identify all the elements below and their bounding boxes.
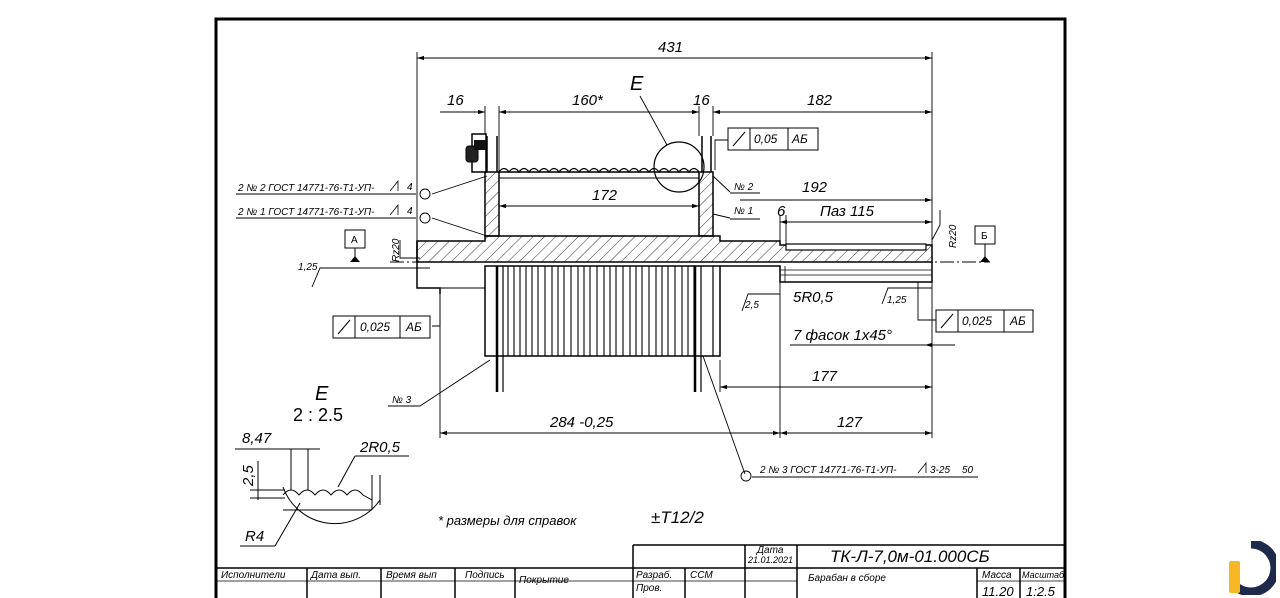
datum-b: Б <box>981 231 988 242</box>
note-tolerance: ±Т12/2 <box>651 508 704 527</box>
tb-razrab-name: ССМ <box>690 570 713 581</box>
dim-keyway: Паз 115 <box>820 203 875 220</box>
dim-chamfers: 7 фасок 1х45° <box>793 327 892 344</box>
tol-right-value: 0,025 <box>962 314 992 328</box>
detail-title: Е <box>315 383 329 405</box>
detail-e-label: Е <box>630 73 644 95</box>
datum-markers <box>344 225 996 262</box>
detail-depth: 2,5 <box>240 464 257 487</box>
tb-date-label: Дата <box>756 545 784 556</box>
rz-right: Rz20 <box>948 224 959 248</box>
bolt-icon <box>465 133 487 173</box>
datum-a: А <box>351 235 358 246</box>
tb-ispolniteli: Исполнители <box>221 570 286 581</box>
tolerance-frames <box>332 127 1034 339</box>
note-reference: * размеры для справок <box>438 513 577 528</box>
dim-total-length: 431 <box>658 39 683 56</box>
label-no1: № 1 <box>734 206 753 217</box>
dim-right-segment: 192 <box>802 179 828 196</box>
tb-data-vyp: Дата вып. <box>310 570 361 581</box>
label-no2: № 2 <box>734 182 754 193</box>
roughness-1-25-left: 1,25 <box>298 262 318 273</box>
tol-left-datum: АБ <box>405 320 422 334</box>
weld-2-spec: 2 № 2 ГОСТ 14771-76-Т1-УП- <box>237 183 375 194</box>
dim-radius-5: 5R0,5 <box>793 289 834 306</box>
groove-profile <box>498 167 700 174</box>
detail-radius-bottom: R4 <box>245 528 264 545</box>
dim-inner-length: 172 <box>592 187 618 204</box>
dim-shaft-right: 182 <box>807 92 833 109</box>
tol-top-datum: АБ <box>791 132 808 146</box>
detail-pitch: 8,47 <box>242 430 272 447</box>
detail-scale: 2 : 2.5 <box>293 405 343 425</box>
roughness-2-5: 2,5 <box>744 300 759 311</box>
tol-left-value: 0,025 <box>360 320 390 334</box>
sheet-frame <box>214 17 1067 598</box>
detail-radius-top: 2R0,5 <box>359 439 401 456</box>
flange-left <box>484 171 500 237</box>
dimension-lines <box>236 52 978 482</box>
brand-logo-icon <box>1229 541 1276 595</box>
tb-prov: Пров. <box>636 583 662 594</box>
weld-3-spec: 2 № 3 ГОСТ 14771-76-Т1-УП- <box>759 465 897 476</box>
detail-e: Е 2 : 2.5 8,47 2R0,5 2,5 R4 <box>235 383 409 547</box>
tb-vremya-vyp: Время вып <box>386 570 437 581</box>
drum-ribs <box>507 266 695 356</box>
weld-2-leg: 4 <box>407 182 413 193</box>
tb-podpis: Подпись <box>465 570 505 581</box>
drum-body <box>484 265 721 357</box>
weld-1-spec: 2 № 1 ГОСТ 14771-76-Т1-УП- <box>237 207 375 218</box>
dim-drum-length: 160* <box>572 92 604 109</box>
tb-razrab: Разраб. <box>636 569 672 581</box>
tb-pokrytie: Покрытие <box>519 575 569 586</box>
title-block <box>216 544 1065 598</box>
tb-date-value: 21.01.2021 <box>747 555 793 565</box>
tol-top-value: 0,05 <box>754 132 778 146</box>
roughness-1-25-right: 1,25 <box>887 295 907 306</box>
drum-assembly <box>390 133 990 392</box>
dim-main-length: 284 -0,25 <box>549 414 614 431</box>
detail-e-circle <box>653 141 705 193</box>
tb-mass-label: Масса <box>982 570 1012 581</box>
tb-mass-value: 11.20 <box>982 584 1014 598</box>
keyway <box>785 243 927 251</box>
dim-right-177: 177 <box>812 368 838 385</box>
dim-flange-right: 16 <box>693 92 710 109</box>
weld-1-leg: 4 <box>407 206 413 217</box>
tb-scale-label: Масштаб <box>1022 570 1065 580</box>
dim-right-127: 127 <box>837 414 863 431</box>
tol-right-datum: АБ <box>1009 314 1026 328</box>
label-no3: № 3 <box>392 395 412 406</box>
flange-right <box>698 171 714 237</box>
dim-flange-left: 16 <box>447 92 464 109</box>
weld-3-pitch: 50 <box>962 465 974 476</box>
tb-name: Барабан в сборе <box>808 572 886 584</box>
tb-designation: ТК-Л-7,0м-01.000СБ <box>830 547 990 566</box>
tb-scale-value: 1:2.5 <box>1026 584 1056 598</box>
dim-keyway-offset: 6 <box>777 203 786 220</box>
weld-3-leg: 3-25 <box>930 465 950 476</box>
rz-left: Rz20 <box>391 238 402 262</box>
